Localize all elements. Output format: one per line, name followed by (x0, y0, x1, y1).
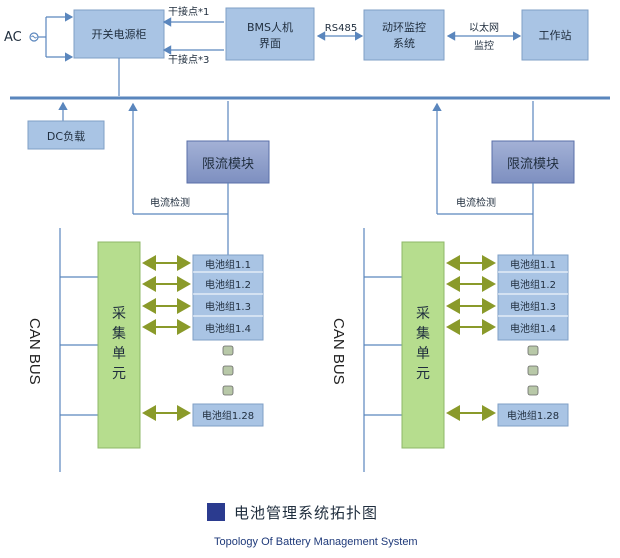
battery-group-1: 电池组1.1 (205, 258, 251, 271)
battery-group-4: 电池组1.4 (510, 322, 556, 335)
battery-group-2: 电池组1.2 (510, 278, 556, 291)
battery-group-3: 电池组1.3 (510, 300, 556, 313)
current-limiter-label: 限流模块 (507, 157, 559, 172)
collector-char-1: 采 (416, 306, 430, 322)
collector-unit-box (97, 241, 141, 449)
current-limiter-box (491, 140, 575, 184)
bms-label-line2: 界面 (259, 37, 281, 50)
battery-string-left: 限流模块 电流检测 CAN BUS 采 集 单 元 电池组1.1 电池组1.2 … (26, 101, 270, 472)
battery-icon (222, 365, 234, 376)
battery-group-2: 电池组1.2 (205, 278, 251, 291)
power-cabinet-label: 开关电源柜 (92, 27, 147, 41)
workstation-label: 工作站 (539, 28, 572, 42)
dry-contact-3-label: 干接点*3 (168, 53, 209, 66)
battery-icon (527, 365, 539, 376)
caption-marker (207, 503, 225, 521)
power-cabinet-box (73, 9, 165, 59)
collector-char-2: 集 (416, 325, 430, 342)
bms-label-line1: BMS人机 (247, 20, 293, 34)
collector-char-1: 采 (112, 306, 126, 322)
can-bus-label: CAN BUS (26, 318, 43, 385)
dc-load-label: DC负载 (47, 129, 85, 143)
workstation-box (521, 9, 589, 61)
battery-group-1: 电池组1.1 (510, 258, 556, 271)
current-detect-label: 电流检测 (456, 196, 496, 209)
dry-contact-1-label: 干接点*1 (168, 5, 209, 18)
env-monitor-line1: 动环监控 (382, 20, 426, 34)
collector-char-2: 集 (112, 325, 126, 342)
battery-group-28: 电池组1.28 (202, 409, 254, 422)
collector-char-3: 单 (416, 346, 430, 362)
battery-icon (222, 345, 234, 356)
rs485-label: RS485 (325, 23, 357, 34)
caption-title-en: Topology Of Battery Management System (214, 536, 418, 548)
battery-icon (222, 385, 234, 396)
bms-hmi-box (225, 7, 315, 61)
ac-wave-icon (31, 35, 37, 39)
battery-group-3: 电池组1.3 (205, 300, 251, 313)
current-limiter-label: 限流模块 (202, 157, 254, 172)
ethernet-line2: 监控 (474, 39, 494, 52)
battery-group-4: 电池组1.4 (205, 322, 251, 335)
caption-title-cn: 电池管理系统拓扑图 (234, 504, 378, 522)
dc-load-box (27, 120, 105, 150)
env-monitor-line2: 系统 (393, 37, 415, 50)
current-detect-label: 电流检测 (150, 196, 190, 209)
battery-icon (527, 345, 539, 356)
battery-string-right: 限流模块 电流检测 CAN BUS 采 集 单 元 电池组1.1 电池组1.2 … (330, 101, 575, 472)
collector-char-3: 单 (112, 346, 126, 362)
collector-char-4: 元 (416, 366, 430, 382)
env-monitor-box (363, 9, 445, 61)
collector-unit-box (401, 241, 445, 449)
battery-icon (527, 385, 539, 396)
can-bus-label: CAN BUS (330, 318, 347, 385)
ac-label: AC (4, 30, 22, 45)
battery-group-28: 电池组1.28 (507, 409, 559, 422)
collector-char-4: 元 (112, 366, 126, 382)
ethernet-line1: 以太网 (469, 21, 499, 34)
